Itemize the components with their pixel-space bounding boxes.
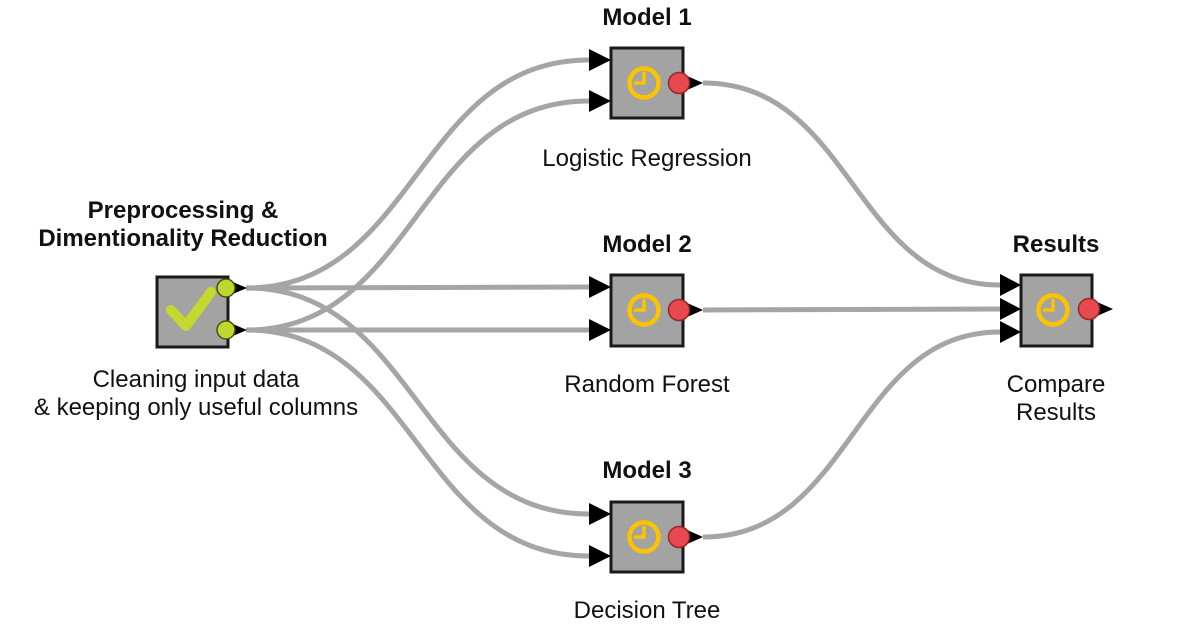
node-title-model-2: Model 2 bbox=[602, 231, 692, 258]
input-port-icon bbox=[589, 503, 611, 525]
node-preprocessing[interactable] bbox=[155, 275, 247, 349]
red-output-port-icon bbox=[667, 525, 691, 549]
input-port-icon bbox=[589, 545, 611, 567]
connection-preprocessing-model3-top bbox=[245, 285, 590, 517]
node-title-preprocessing: Preprocessing & Dimentionality Reduction bbox=[38, 197, 328, 252]
node-model-1[interactable] bbox=[589, 46, 703, 120]
red-output-port-icon bbox=[1077, 297, 1101, 321]
input-port-icon bbox=[589, 276, 611, 298]
input-port-icon bbox=[589, 49, 611, 71]
connection-model3-results bbox=[702, 329, 1001, 540]
green-output-port-icon bbox=[216, 320, 236, 340]
connection-preprocessing-model1-bottom bbox=[245, 98, 590, 333]
clock-icon bbox=[627, 520, 661, 554]
checkmark-icon bbox=[166, 287, 216, 331]
input-port-icon bbox=[1000, 298, 1021, 320]
node-results[interactable] bbox=[1000, 273, 1113, 348]
node-title-results: Results bbox=[1012, 231, 1100, 258]
connection-model2-results bbox=[702, 306, 1001, 313]
node-title-model-1: Model 1 bbox=[602, 4, 692, 31]
node-caption-results: Compare Results bbox=[1006, 371, 1106, 426]
node-model-3[interactable] bbox=[589, 500, 703, 574]
node-caption-model-1: Logistic Regression bbox=[542, 145, 752, 172]
input-port-icon bbox=[589, 319, 611, 341]
red-output-port-icon bbox=[667, 298, 691, 322]
node-title-model-3: Model 3 bbox=[602, 457, 692, 484]
node-caption-model-2: Random Forest bbox=[564, 371, 730, 398]
clock-icon bbox=[627, 66, 661, 100]
node-caption-model-3: Decision Tree bbox=[573, 597, 721, 624]
connection-preprocessing-model3-bottom bbox=[245, 327, 590, 559]
clock-icon bbox=[627, 293, 661, 327]
input-port-icon bbox=[589, 90, 611, 112]
connection-preprocessing-model1-top bbox=[245, 57, 590, 291]
connections bbox=[245, 57, 1001, 559]
green-output-port-icon bbox=[216, 278, 236, 298]
input-port-icon bbox=[1000, 274, 1021, 296]
node-model-2[interactable] bbox=[589, 273, 703, 348]
connection-model1-results bbox=[702, 80, 1001, 288]
input-port-icon bbox=[1000, 321, 1021, 343]
red-output-port-icon bbox=[667, 71, 691, 95]
connection-preprocessing-model2-top bbox=[245, 284, 590, 291]
node-caption-preprocessing: Cleaning input data & keeping only usefu… bbox=[33, 366, 359, 421]
clock-icon bbox=[1036, 293, 1070, 327]
